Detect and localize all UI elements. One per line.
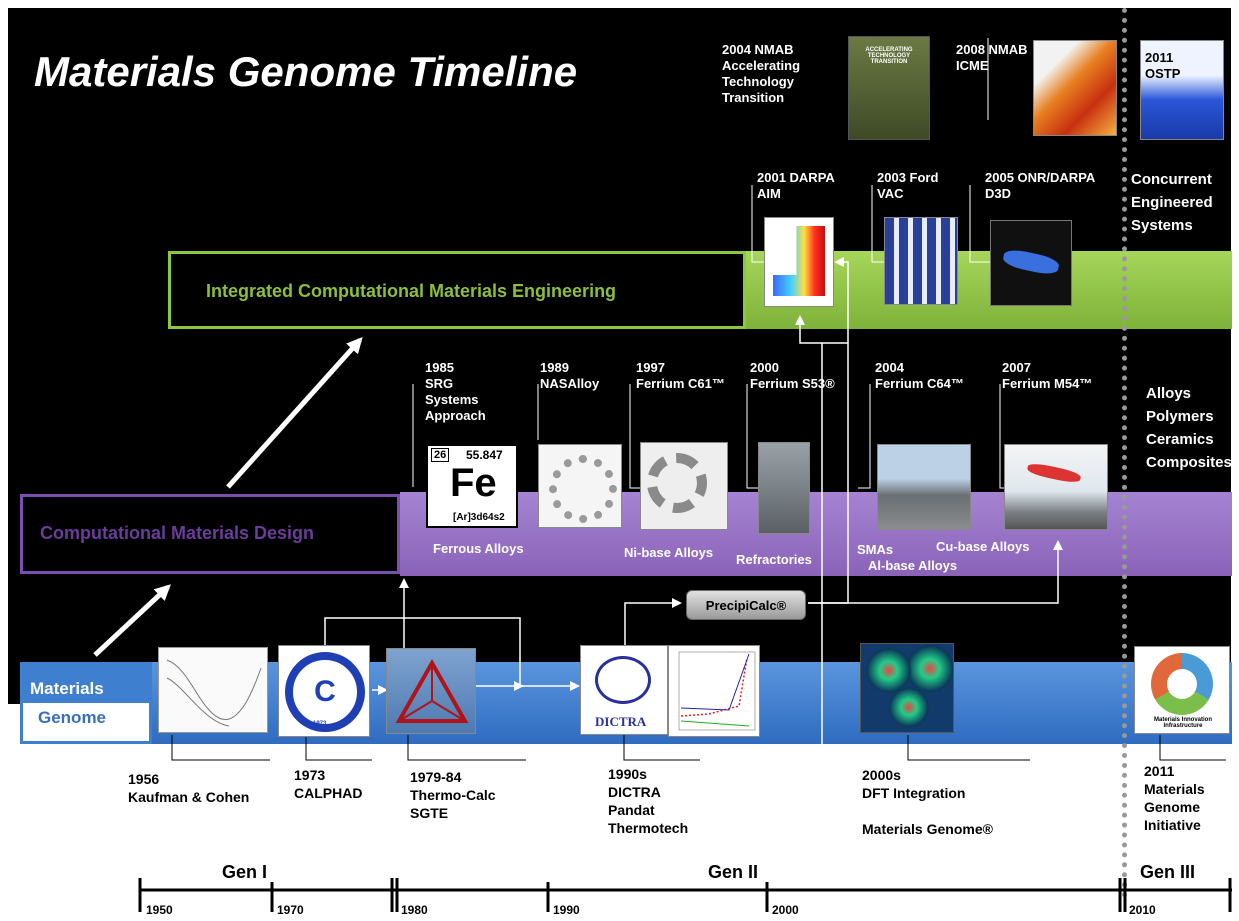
alloy-s53-label: 2000 Ferrium S53® bbox=[750, 360, 835, 391]
icme-band-box bbox=[168, 251, 746, 329]
alloy-srg-label: 1985 SRG Systems Approach bbox=[425, 360, 486, 423]
calphad-logo-year: 1973 bbox=[313, 721, 327, 727]
fe-electron-config: [Ar]3d64s2 bbox=[453, 512, 505, 523]
dft-density-image bbox=[860, 643, 954, 733]
d3d-3d-structure-image bbox=[990, 220, 1072, 306]
year-1980: 1980 bbox=[401, 903, 428, 917]
cmd-band-label: Computational Materials Design bbox=[40, 523, 315, 543]
calphad-logo-mark: C bbox=[314, 675, 336, 708]
dictra-logo-image: DICTRA bbox=[580, 645, 668, 735]
milestone-1990s: 1990s DICTRA Pandat Thermotech bbox=[608, 766, 689, 836]
refractories-label: Refractories bbox=[736, 552, 812, 567]
genome-label-1: Materials bbox=[30, 679, 104, 698]
alloy-c61-label: 1997 Ferrium C61™ bbox=[636, 360, 725, 391]
jet-shape bbox=[1026, 461, 1082, 485]
mgi-ring-center bbox=[1167, 669, 1197, 699]
precipicalc-box: PrecipiCalc® bbox=[686, 590, 806, 620]
aim-casting-shape bbox=[773, 226, 825, 296]
alloy-nasalloy-label: 1989 NASAlloy bbox=[540, 360, 600, 391]
jet-landing-image bbox=[1004, 444, 1108, 530]
calphad-logo-image: C 1973 bbox=[278, 645, 370, 737]
milestone-2000s: 2000s DFT Integration Materials Genome® bbox=[862, 767, 993, 837]
calphad-logo-ring: C bbox=[285, 652, 365, 732]
black-panel bbox=[8, 8, 1231, 704]
dictra-plot-curves bbox=[678, 651, 756, 731]
gear-shape bbox=[647, 453, 707, 513]
phase-diagram-curves bbox=[166, 659, 262, 727]
page-title: Materials Genome Timeline bbox=[34, 48, 578, 95]
cu-base-alloys-label: Cu-base Alloys bbox=[936, 539, 1030, 554]
fe-atomic-mass: 55.847 bbox=[466, 448, 503, 462]
accelerating-transition-cover-image: ACCELERATING TECHNOLOGY TRANSITION bbox=[848, 36, 930, 140]
dictra-logo-ring bbox=[595, 656, 651, 704]
ferrous-alloys-label: Ferrous Alloys bbox=[433, 541, 524, 556]
iron-element-tile: 26 55.847 Fe [Ar]3d64s2 bbox=[426, 444, 518, 528]
precipicalc-label: PrecipiCalc® bbox=[705, 597, 787, 613]
icme-vac-label: 2003 Ford VAC bbox=[877, 170, 939, 201]
gen-ii-label: Gen II bbox=[708, 862, 759, 882]
icme-aim-label: 2001 DARPA AIM bbox=[757, 170, 835, 201]
thermo-calc-triangle bbox=[395, 658, 469, 723]
phase-diagram-image bbox=[158, 647, 268, 733]
cover-text: ACCELERATING TECHNOLOGY TRANSITION bbox=[865, 47, 913, 65]
d3d-blob bbox=[1001, 247, 1061, 277]
ostp-report-cover-image bbox=[1140, 40, 1224, 140]
alloy-m54-label: 2007 Ferrium M54™ bbox=[1002, 360, 1093, 391]
alloy-c64-label: 2004 Ferrium C64™ bbox=[875, 360, 964, 391]
fe-atomic-number: 26 bbox=[431, 448, 450, 462]
doc-nmab-2008-label: 2008 NMAB ICME bbox=[956, 42, 1028, 73]
icme-d3d-label: 2005 ONR/DARPA D3D bbox=[985, 170, 1096, 201]
icme-band-label: Integrated Computational Materials Engin… bbox=[206, 281, 617, 301]
materials-classes-label: Alloys Polymers Ceramics Composites bbox=[1146, 385, 1232, 471]
dictra-plot-image bbox=[668, 645, 760, 737]
year-1970: 1970 bbox=[277, 903, 304, 917]
milestone-1979: 1979-84 Thermo-Calc SGTE bbox=[410, 769, 496, 821]
icme-report-cover-image bbox=[1033, 40, 1117, 136]
milestone-1956: 1956 Kaufman & Cohen bbox=[128, 771, 250, 805]
gear-image bbox=[640, 442, 728, 530]
aim-simulation-image bbox=[764, 217, 834, 307]
ni-base-alloys-label: Ni-base Alloys bbox=[624, 545, 714, 560]
al-base-alloys-label: Al-base Alloys bbox=[868, 558, 958, 573]
year-1950: 1950 bbox=[146, 903, 173, 917]
milestone-2011: 2011 Materials Genome Initiative bbox=[1144, 763, 1205, 833]
bearing-ring bbox=[549, 455, 617, 523]
mgi-logo-text: Materials Innovation Infrastructure bbox=[1153, 717, 1212, 729]
mgi-logo-image: Materials Innovation Infrastructure bbox=[1134, 646, 1230, 734]
genome-band-box bbox=[20, 662, 152, 744]
cmd-band-box bbox=[20, 494, 400, 574]
concurrent-systems-label: Concurrent Engineered Systems bbox=[1131, 171, 1213, 234]
thermo-calc-logo-image bbox=[386, 648, 476, 734]
landing-gear-image bbox=[758, 442, 810, 534]
genome-label-2: Genome bbox=[38, 708, 107, 727]
gen-i-label: Gen I bbox=[222, 862, 268, 882]
smas-label: SMAs bbox=[857, 542, 894, 557]
gen-iii-divider bbox=[1122, 8, 1127, 898]
engine-block-image bbox=[884, 217, 958, 305]
bearing-image bbox=[538, 444, 622, 528]
doc-ostp-2011-label: 2011 OSTP bbox=[1145, 50, 1181, 81]
year-1990: 1990 bbox=[553, 903, 580, 917]
doc-nmab-2004-label: 2004 NMAB Accelerating Technology Transi… bbox=[722, 42, 801, 105]
year-2000: 2000 bbox=[772, 903, 799, 917]
year-2010: 2010 bbox=[1129, 903, 1156, 917]
milestone-1973: 1973 CALPHAD bbox=[294, 767, 363, 801]
fe-symbol: Fe bbox=[450, 461, 497, 505]
osprey-on-deck-image bbox=[877, 444, 971, 530]
dictra-logo-text: DICTRA bbox=[595, 714, 647, 729]
gen-iii-label: Gen III bbox=[1140, 862, 1196, 882]
